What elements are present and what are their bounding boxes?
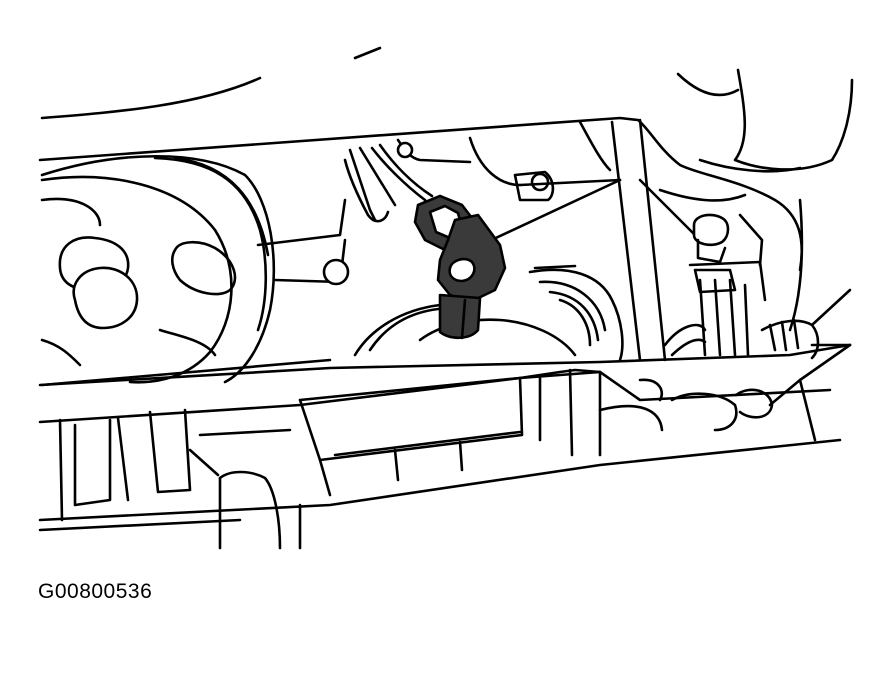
power-steering-pulley	[40, 155, 276, 384]
cross-member	[38, 343, 852, 550]
engine-block	[38, 116, 804, 362]
alternator-bracket	[663, 213, 852, 360]
figure-code-label: G00800536	[38, 580, 153, 603]
upper-body-outline	[40, 46, 854, 332]
camshaft-sensor	[370, 143, 507, 340]
